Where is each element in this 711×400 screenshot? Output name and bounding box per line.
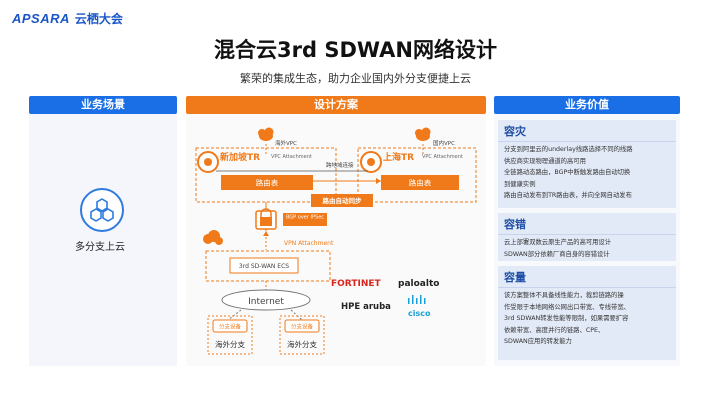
vpc-attach-left: VPC Attachment — [271, 154, 312, 160]
vendor-paloalto-logo: paloalto — [398, 279, 439, 289]
vpc-attach-right: VPC Attachment — [422, 154, 463, 160]
value-line: 分支到阿里云的underlay线路选择不同的线路 — [504, 146, 633, 153]
value-line: 云上部署双数云原生产品的高可用设计 — [504, 239, 612, 246]
value-line: 路由自动发布到TR路由表，并向全网自动发布 — [504, 192, 632, 199]
vpc-right-label: 国内VPC — [433, 139, 455, 147]
value-card-capacity: 容量 该方案整体不具备线性能力，裁剪链路的操 作受限于本地网络公网出口带宽、专线… — [498, 266, 676, 360]
vpc-left-label: 海外VPC — [275, 139, 297, 147]
design-head: 设计方案 — [186, 96, 486, 114]
vendor-aruba-logo: HPE aruba — [341, 302, 391, 312]
ecs-label: 3rd SD-WAN ECS — [239, 263, 289, 270]
value-card-body: 该方案整体不具备线性能力，裁剪链路的操 作受限于本地网络公网出口带宽、专线带宽、… — [498, 288, 676, 350]
value-line: 全链路动态路由，BGP中断触发路由自动切换 — [504, 169, 631, 176]
logo: APSARA 云栖大会 — [12, 10, 123, 27]
tr-left-label: 新加坡TR — [220, 151, 260, 163]
value-line: 到健康实例 — [504, 180, 536, 188]
value-card-dr: 容灾 分支到阿里云的underlay线路选择不同的线路 供应商实现物理通道的高可… — [498, 120, 676, 208]
design-diagram: 海外VPC 国内VPC VPC Attachment VPC Attachmen… — [195, 127, 477, 355]
scenario-panel — [29, 114, 177, 366]
device-right-label: 分支设备 — [291, 323, 314, 331]
value-head: 业务价值 — [494, 96, 680, 114]
route-table-right-text: 路由表 — [409, 178, 432, 188]
internet-label: Internet — [248, 297, 284, 307]
vpn-attach-label: VPN Attachment — [284, 240, 334, 247]
value-line: 该方案整体不具备线性能力，裁剪链路的操 — [504, 292, 624, 299]
vendor-cisco-logo: cisco — [408, 309, 431, 318]
value-line: 依赖带宽、高度并行的链路、CPE、 — [504, 326, 605, 334]
value-line: 供应商实现物理通道的高可用 — [504, 157, 586, 165]
branch-left-label: 海外分支 — [215, 339, 245, 349]
value-card-body: 云上部署双数云原生产品的高可用设计 SDWAN部分依赖厂商自身的容错设计 — [498, 235, 676, 262]
branches-icon — [80, 188, 124, 232]
scenario-label: 多分支上云 — [75, 242, 125, 253]
device-left-label: 分支设备 — [219, 323, 242, 331]
value-card-body: 分支到阿里云的underlay线路选择不同的线路 供应商实现物理通道的高可用 全… — [498, 142, 676, 204]
tr-right-label: 上海TR — [383, 151, 414, 163]
value-card-title: 容错 — [498, 213, 676, 235]
vpc-cloud-left-icon — [258, 127, 274, 141]
value-card-title: 容量 — [498, 266, 676, 288]
route-table-left — [221, 175, 313, 190]
route-table-left-text: 路由表 — [256, 178, 279, 188]
internet-cloud-icon — [221, 289, 311, 311]
route-sync-badge — [311, 194, 373, 207]
bgp-label: BGP over IPSec — [286, 215, 324, 221]
logo-text: APSARA — [12, 11, 70, 26]
value-line: SDWAN应用的转发能力 — [504, 338, 572, 345]
branch-right-label: 海外分支 — [287, 339, 317, 349]
value-line: 作受限于本地网络公网出口带宽、专线带宽、 — [504, 303, 630, 311]
value-card-title: 容灾 — [498, 120, 676, 142]
cloud-ecs-icon — [203, 230, 223, 245]
cisco-bars-icon — [408, 295, 426, 304]
vendor-fortinet-logo: FORTINET — [331, 279, 381, 289]
logo-sub: 云栖大会 — [74, 12, 123, 26]
scenario-head: 业务场景 — [29, 96, 177, 114]
vpc-cloud-right-icon — [415, 127, 431, 141]
page-title: 混合云3rd SDWAN网络设计 — [214, 38, 497, 62]
value-line: SDWAN部分依赖厂商自身的容错设计 — [504, 250, 610, 258]
route-sync-label: 路由自动同步 — [323, 196, 363, 205]
value-card-ft: 容错 云上部署双数云原生产品的高可用设计 SDWAN部分依赖厂商自身的容错设计 — [498, 213, 676, 261]
page-subtitle: 繁荣的集成生态，助力企业国内外分支便捷上云 — [240, 72, 471, 85]
route-table-right — [381, 175, 459, 190]
value-line: 3rd SDWAN转发性能等限制，如果需要扩容 — [504, 315, 629, 322]
peer-attach-label: 跨地域连接 — [326, 161, 354, 169]
